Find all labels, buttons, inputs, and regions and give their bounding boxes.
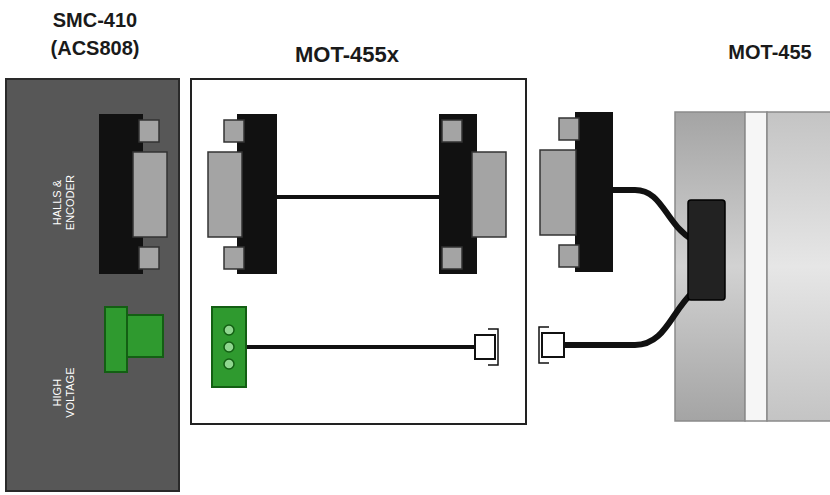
- cable-wire: [272, 195, 442, 199]
- molex-socket: [542, 333, 564, 357]
- terminal-socket-front: [105, 307, 127, 372]
- motor-housing: [675, 112, 745, 421]
- dsub-tab: [139, 247, 159, 269]
- dsub-tab: [224, 120, 244, 142]
- device-title: SMC-410 (ACS808): [30, 6, 160, 62]
- motor-cable: [564, 292, 693, 345]
- motor-illustration: [675, 112, 830, 421]
- dsub-tab: [442, 247, 462, 269]
- motor-band: [745, 112, 767, 421]
- dsub-shell: [133, 152, 167, 237]
- controller-connectors: [7, 80, 178, 490]
- motor-title: MOT-455: [728, 40, 811, 64]
- motor-connector: [688, 200, 725, 300]
- kit-title: MOT-455x: [295, 42, 399, 68]
- port-label: HIGH VOLTAGE: [51, 360, 76, 424]
- dsub-shell: [472, 152, 506, 237]
- terminal-pin: [224, 342, 234, 352]
- terminal-pin: [224, 325, 234, 335]
- dsub-tab: [559, 245, 579, 267]
- cable-kit-box: MOT-455x: [190, 78, 527, 425]
- motor-cable: [613, 190, 693, 240]
- dsub-shell: [540, 150, 576, 235]
- dsub-tab: [559, 118, 579, 140]
- motor-body: [767, 112, 830, 421]
- dsub-tab: [139, 120, 159, 142]
- molex-plug: [475, 335, 495, 359]
- controller-box: SMC-410 (ACS808)HALLS & ENCODERHIGH VOLT…: [5, 78, 180, 492]
- terminal-socket: [123, 315, 163, 357]
- dsub-shell: [208, 152, 242, 237]
- motor-box: MOT-455: [675, 112, 830, 425]
- terminal-pin: [224, 359, 234, 369]
- cable-assembly: [192, 80, 525, 423]
- port-label: HALLS & ENCODER: [51, 167, 76, 237]
- dsub-body: [575, 112, 613, 272]
- terminal-plug: [212, 307, 246, 387]
- molex-latch: [488, 329, 498, 365]
- cable-wire: [244, 345, 475, 349]
- dsub-tab: [442, 120, 462, 142]
- molex-latch: [539, 327, 549, 363]
- dsub-tab: [224, 247, 244, 269]
